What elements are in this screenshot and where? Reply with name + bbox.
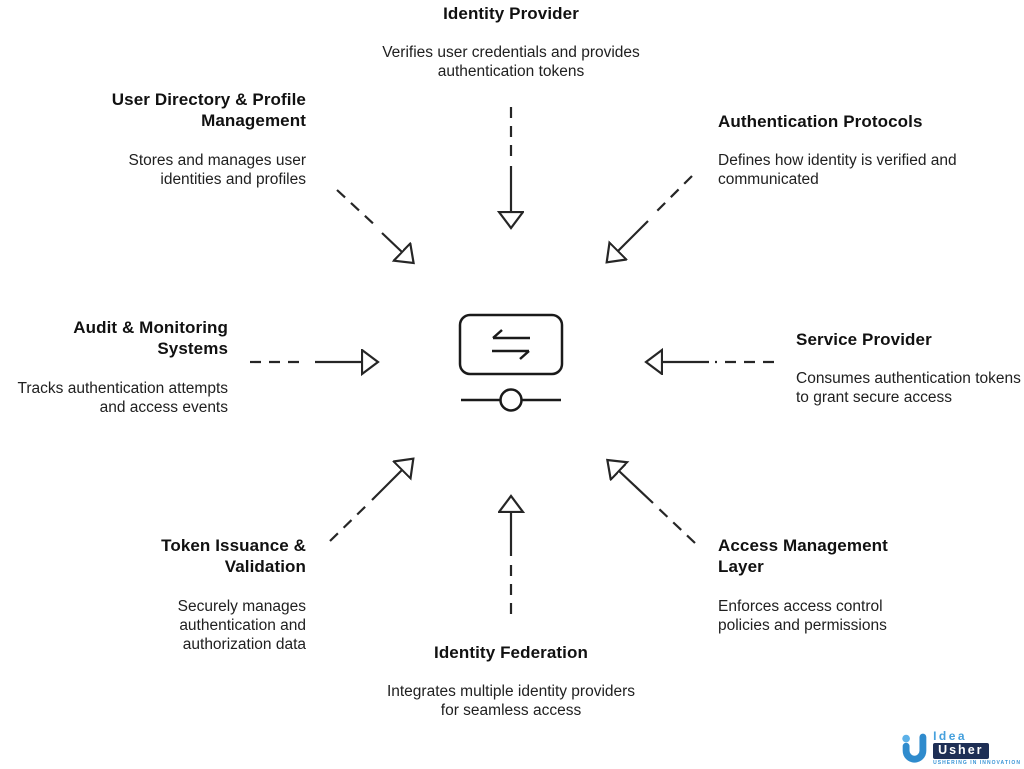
node-desc: Defines how identity is verified and com…	[718, 152, 957, 189]
idea-usher-mark-icon	[902, 733, 927, 763]
node-title: Authentication Protocols	[718, 112, 923, 131]
arrow-authentication-protocols	[618, 175, 693, 251]
node-desc: Securely manages authentication and auth…	[177, 597, 306, 653]
arrow-user-directory-profile-management	[336, 189, 402, 252]
node-desc: Stores and manages user identities and p…	[128, 151, 307, 188]
transfer-arrow-right	[492, 349, 530, 360]
node-service-provider: Service Provider Consumes authentication…	[796, 329, 1021, 408]
stand-node	[499, 388, 523, 412]
logo-word-idea: Idea	[933, 729, 968, 744]
logo-tagline: USHERING IN INNOVATION	[933, 760, 1021, 766]
node-title: Audit & Monitoring Systems	[73, 318, 228, 359]
node-desc: Consumes authentication tokens to grant …	[796, 370, 1021, 407]
logo-word-usher: Usher	[933, 743, 989, 759]
node-identity-federation: Identity Federation Integrates multiple …	[346, 642, 676, 721]
node-title: User Directory & Profile Management	[111, 90, 306, 131]
node-desc: Tracks authentication attempts and acces…	[17, 379, 229, 416]
node-authentication-protocols: Authentication Protocols Defines how ide…	[718, 111, 958, 190]
node-title: Identity Federation	[434, 643, 588, 662]
transfer-arrow-left	[492, 329, 530, 340]
node-access-management-layer: Access Management Layer Enforces access …	[718, 535, 928, 635]
node-audit-monitoring-systems: Audit & Monitoring Systems Tracks authen…	[0, 317, 229, 417]
node-title: Token Issuance & Validation	[161, 536, 306, 577]
node-identity-provider: Identity Provider Verifies user credenti…	[346, 3, 676, 82]
node-title: Service Provider	[796, 330, 932, 349]
idea-usher-logo: Idea Usher USHERING IN INNOVATION	[900, 730, 1021, 766]
arrow-token-issuance-validation	[329, 470, 402, 542]
arrow-access-management-layer	[619, 471, 696, 544]
device-screen	[458, 313, 564, 376]
node-user-directory-profile-management: User Directory & Profile Management Stor…	[46, 89, 306, 189]
node-desc: Enforces access control policies and per…	[718, 597, 887, 634]
transfer-device-icon	[458, 313, 564, 412]
node-desc: Verifies user credentials and provides a…	[382, 44, 640, 81]
node-desc: Integrates multiple identity providers f…	[386, 683, 636, 720]
logo-text: Idea Usher USHERING IN INNOVATION	[933, 730, 1021, 766]
node-title: Access Management Layer	[718, 536, 888, 577]
node-token-issuance-validation: Token Issuance & Validation Securely man…	[46, 535, 306, 654]
node-title: Identity Provider	[443, 4, 579, 23]
